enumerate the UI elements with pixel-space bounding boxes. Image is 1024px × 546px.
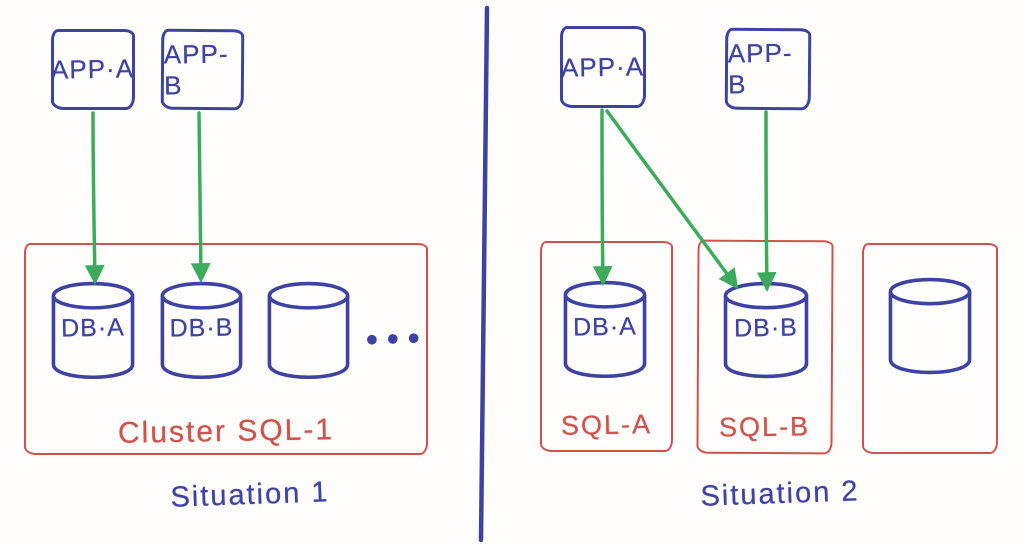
app-b-box-s2: APP-B: [724, 27, 812, 111]
situation-1-title: Situation 1: [169, 476, 331, 514]
unnamed-db-cylinder-s2: [887, 277, 973, 387]
app-b-label-s1: APP-B: [163, 38, 229, 100]
app-a-label-s1: APP·A: [51, 53, 135, 85]
db-a-label-s2: DB·A: [572, 312, 638, 342]
unnamed-server-box: [862, 243, 998, 454]
app-a-box-s1: APP·A: [51, 29, 135, 110]
more-databases-ellipsis: •••: [365, 318, 430, 360]
cylinder-shape: [159, 281, 244, 392]
app-b-box-s1: APP-B: [160, 28, 245, 111]
db-b-cylinder-s1: DB·B: [159, 281, 244, 392]
sql-a-label: SQL-A: [560, 409, 653, 441]
cylinder-shape: [887, 277, 973, 387]
db-a-cylinder-s1: DB·A: [50, 281, 136, 392]
cylinder-shape: [266, 281, 351, 392]
db-b-label-s2: DB·B: [733, 313, 799, 343]
situation-2-title: Situation 2: [699, 475, 861, 513]
db-a-label-s1: DB·A: [60, 313, 126, 343]
app-b-label-s2: APP-B: [727, 37, 793, 100]
panel-divider-line: [478, 5, 490, 543]
db-a-cylinder-s2: DB·A: [562, 280, 648, 391]
cluster-sql-1-label: Cluster SQL-1: [117, 413, 335, 450]
sql-b-label: SQL-B: [718, 411, 811, 443]
db-b-label-s1: DB·B: [169, 313, 234, 343]
db-b-cylinder-s2: DB·B: [722, 281, 810, 391]
app-a-box-s2: APP·A: [560, 26, 646, 108]
cluster-sql-1-box: Cluster SQL-1: [24, 243, 428, 455]
app-a-label-s2: APP·A: [561, 50, 645, 83]
unnamed-db-cylinder-s1: [266, 281, 351, 392]
